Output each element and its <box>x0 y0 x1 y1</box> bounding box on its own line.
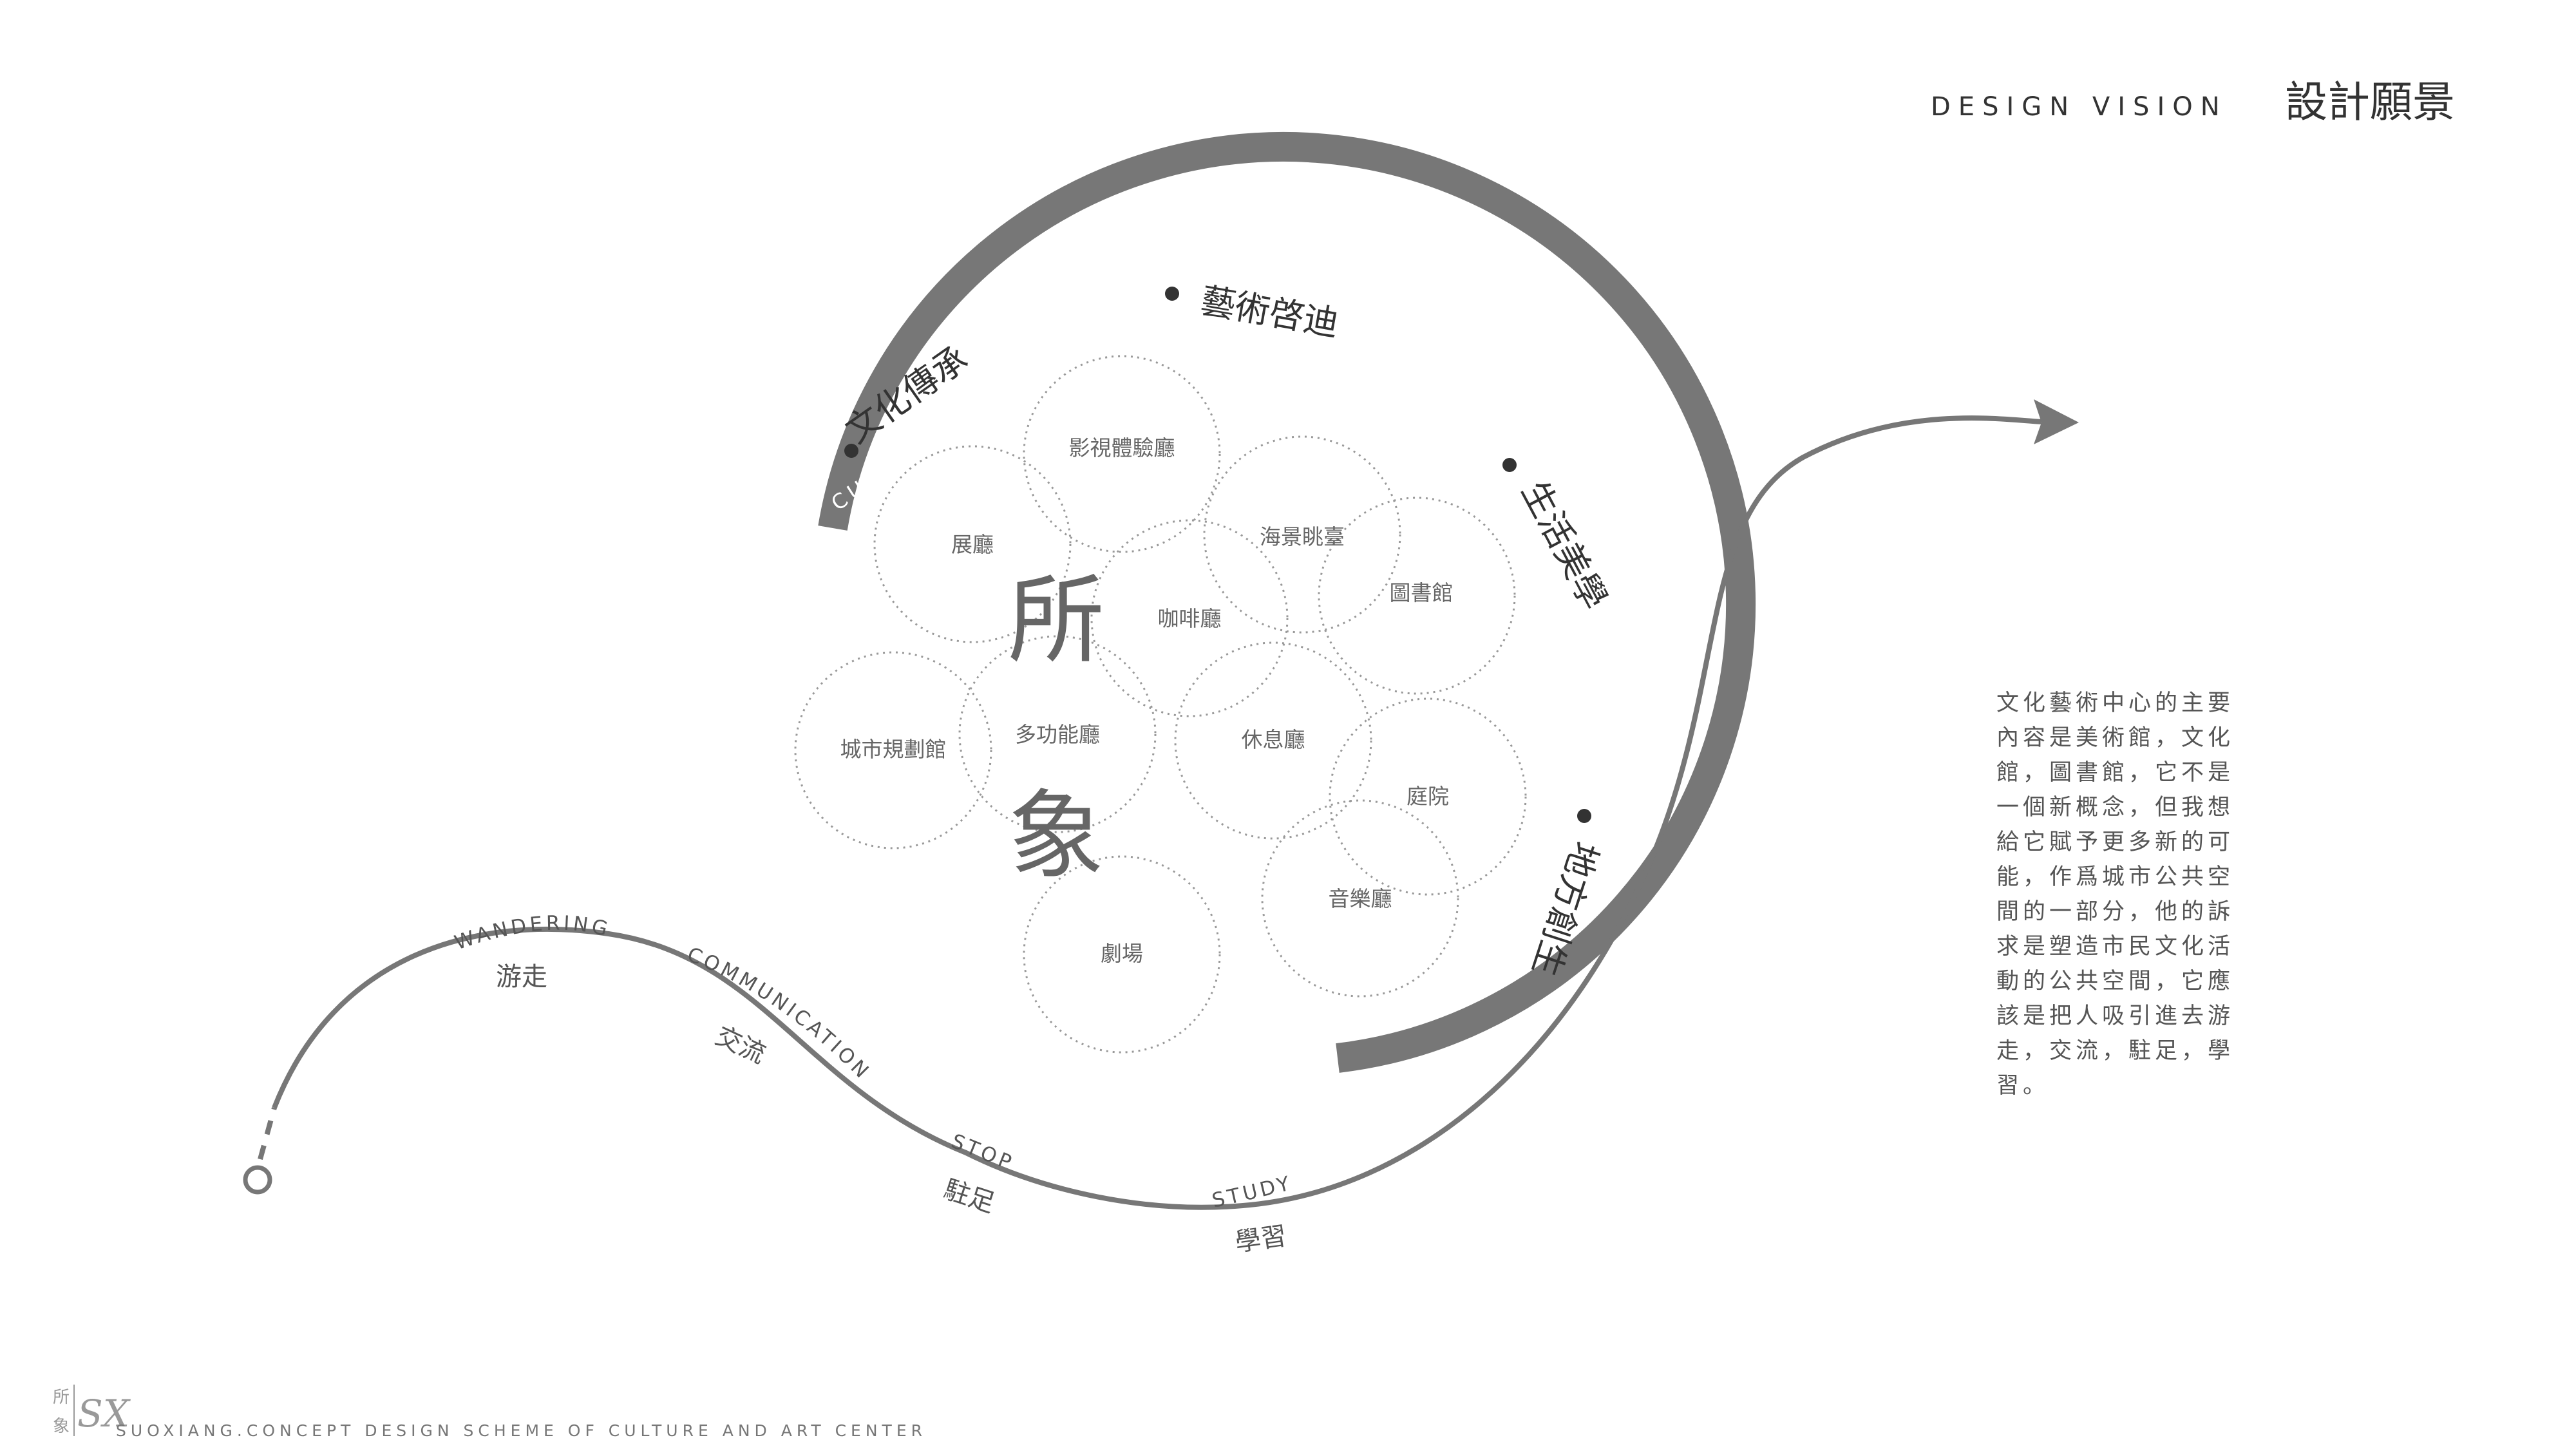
arc-label-en-artistic: ARTISTIC ENLIGHTENMENT <box>1153 401 1494 587</box>
space-label-lounge: 休息廳 <box>1242 727 1305 752</box>
bullet-dot-life <box>1502 458 1517 472</box>
stage-label-zh-wandering: 游走 <box>496 962 547 992</box>
header-title-en: DESIGN VISION <box>1931 92 2228 122</box>
space-label-planning: 城市規劃館 <box>840 737 947 762</box>
stage-label-zh-stop: 駐足 <box>940 1175 998 1218</box>
space-circle-theater <box>1023 855 1221 1054</box>
space-circle-lounge <box>1174 641 1372 840</box>
space-circle-cafe <box>1090 519 1289 717</box>
journey-path <box>272 415 2042 1210</box>
footer-logo-mark: SX <box>77 1392 131 1435</box>
space-label-seaview: 海景眺臺 <box>1260 524 1345 549</box>
space-circle-concert <box>1261 799 1459 998</box>
stage-label-en-stop: STOP <box>948 1130 1018 1175</box>
space-circle-seaview <box>1203 435 1401 634</box>
space-label-multipurpose: 多功能廳 <box>1015 722 1100 747</box>
stage-label-en-communication: COMMUNICATION <box>684 943 875 1085</box>
journey-start-circle <box>243 1165 272 1195</box>
footer-logo: 所 象 SX <box>53 1385 131 1436</box>
footer-text: SUOXIANG.CONCEPT DESIGN SCHEME OF CULTUR… <box>116 1421 927 1440</box>
space-circle-cinema <box>1023 355 1221 553</box>
vision-arc <box>818 131 1756 1073</box>
space-circle-multipurpose <box>958 635 1157 833</box>
space-circle-planning <box>794 651 992 849</box>
space-circle-library <box>1318 497 1516 695</box>
bullet-dot-artistic <box>1165 287 1179 301</box>
space-label-cinema: 影視體驗廳 <box>1069 435 1175 460</box>
space-label-library: 圖書館 <box>1390 580 1454 605</box>
space-label-cafe: 咖啡廳 <box>1158 606 1222 631</box>
space-label-concert: 音樂廳 <box>1329 886 1392 911</box>
stage-label-zh-communication: 交流 <box>711 1021 770 1069</box>
description-paragraph: 文化藝術中心的主要內容是美術館，文化館，圖書館，它不是一個新概念，但我想給它賦予… <box>1996 690 2235 1099</box>
space-label-exhibition: 展廳 <box>951 532 994 557</box>
center-char-suo: 所 <box>1008 565 1104 677</box>
space-label-courtyard: 庭院 <box>1406 784 1449 809</box>
bullet-dot-cultural <box>844 444 858 458</box>
bullet-dot-local <box>1577 809 1591 823</box>
space-circle-exhibition <box>873 445 1072 643</box>
space-circle-courtyard <box>1329 697 1527 896</box>
stage-label-en-wandering: WANDERING <box>451 912 612 955</box>
arc-label-zh-artistic: 藝術啓迪 <box>1198 280 1342 345</box>
footer-logo-char1: 所 <box>53 1388 70 1407</box>
header-title-zh: 設計願景 <box>2285 77 2455 127</box>
journey-path-dashed-start <box>258 1106 277 1160</box>
space-label-theater: 劇場 <box>1101 941 1143 966</box>
stage-label-zh-study: 學習 <box>1233 1221 1289 1258</box>
footer-logo-char2: 象 <box>53 1417 70 1436</box>
center-char-xiang: 象 <box>1008 781 1104 893</box>
journey-arrowhead <box>2034 399 2079 444</box>
